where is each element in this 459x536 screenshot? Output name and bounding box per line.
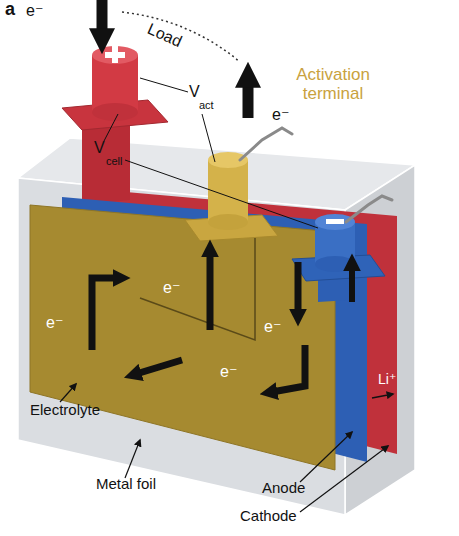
positive-terminal	[92, 103, 138, 121]
pointer-arrow	[125, 440, 140, 478]
negative-terminal	[315, 214, 355, 230]
electron-arrow	[207, 252, 214, 330]
leader-line	[202, 114, 215, 162]
terminal-label: Activation terminal	[283, 66, 383, 103]
voltage-subscript: act	[199, 99, 214, 111]
ion-label: Li⁺	[378, 372, 396, 387]
electron-arrow	[92, 278, 118, 350]
part-name: Metal foil	[96, 476, 156, 493]
load-wire	[122, 12, 240, 62]
load-label: Load	[145, 20, 185, 51]
electron-label: e⁻	[46, 314, 63, 332]
electron-label: e⁻	[220, 363, 237, 381]
electron-arrow	[243, 80, 254, 118]
metal-foil	[30, 205, 335, 470]
pointer-arrow	[300, 446, 388, 512]
part-name: Cathode	[240, 508, 297, 525]
pointer-arrow	[300, 432, 352, 482]
electron-arrow	[136, 360, 182, 374]
casing-front	[18, 178, 345, 515]
activation-terminal	[208, 214, 248, 230]
electron-label: e⁻	[272, 106, 289, 124]
lead-wire	[346, 196, 392, 222]
electron-label: e⁻	[264, 318, 281, 336]
ion-arrow	[372, 394, 393, 398]
positive-flange	[62, 100, 168, 130]
positive-terminal	[92, 46, 138, 64]
leader-line	[104, 114, 118, 141]
anode-tab	[318, 277, 350, 302]
foil-slit	[140, 238, 255, 340]
electron-label: e⁻	[163, 279, 180, 297]
electron-label: e⁻	[26, 2, 43, 20]
voltage-symbol: V	[94, 139, 105, 157]
activation-flange	[185, 215, 278, 241]
part-name: Electrolyte	[30, 402, 100, 419]
negative-flange	[292, 255, 385, 281]
leader-line	[125, 160, 318, 228]
voltage-symbol: V	[189, 83, 200, 101]
electron-arrow	[272, 345, 305, 392]
voltage-subscript: cell	[106, 155, 123, 167]
pointer-arrow	[60, 384, 76, 402]
electron-arrow	[295, 262, 302, 314]
electron-arrow	[349, 266, 355, 302]
minus-symbol	[326, 219, 344, 224]
plus-symbol	[112, 46, 118, 63]
electron-arrow	[97, 0, 108, 36]
lead-wire	[240, 128, 292, 160]
leader-line	[140, 78, 188, 92]
part-name: Anode	[262, 480, 305, 497]
panel-letter: a	[5, 0, 15, 20]
